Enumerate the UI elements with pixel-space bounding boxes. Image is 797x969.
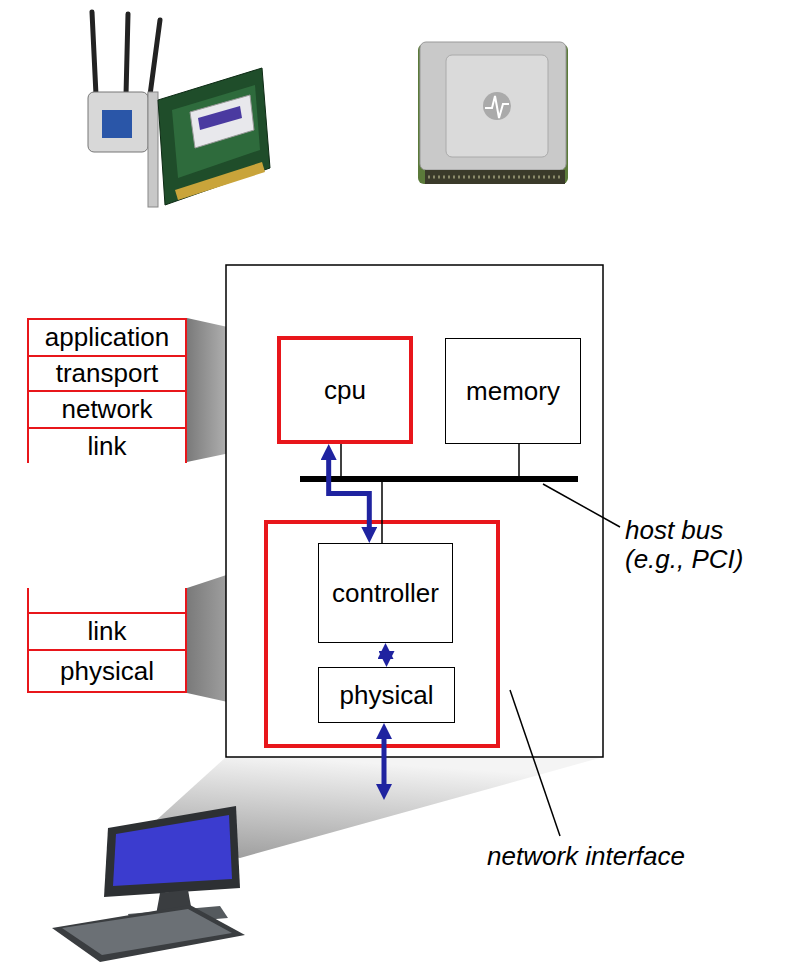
protocol-layer: application <box>27 318 187 357</box>
node-text: link <box>87 617 126 646</box>
node-text: physical <box>60 657 154 686</box>
bus-label: host bus (e.g., PCI) <box>625 516 780 573</box>
bus-arrow <box>386 643 387 667</box>
interface-label: network interface <box>487 842 737 871</box>
protocol-layer: network <box>27 390 187 429</box>
arrow-heads <box>386 643 387 667</box>
bus-tap <box>381 479 383 543</box>
node-text: network <box>61 395 152 424</box>
node-text: controller <box>332 579 439 608</box>
bus-tap <box>340 443 342 479</box>
protocol-layer: link <box>27 612 187 651</box>
network-interface-box <box>266 522 498 746</box>
memory-box: memory <box>445 338 581 444</box>
bus-arrow <box>329 444 370 543</box>
medium-arrow-heads <box>384 723 385 800</box>
physical-box: physical <box>318 667 455 723</box>
node-text: link <box>87 432 126 461</box>
host-box <box>226 265 603 757</box>
computer-illustration <box>52 806 245 962</box>
host-bus <box>300 476 578 482</box>
arrow-heads <box>329 444 370 543</box>
node-text: memory <box>466 377 560 406</box>
label-text: host bus (e.g., PCI) <box>625 515 743 574</box>
arrow-shaft <box>329 454 370 533</box>
stack-outline <box>185 588 187 612</box>
cpu-box: cpu <box>277 336 413 444</box>
node-text: physical <box>340 681 434 710</box>
bus-tap <box>518 444 520 479</box>
protocol-layer: link <box>27 427 187 463</box>
node-text: cpu <box>324 376 366 405</box>
leader-line <box>543 484 620 527</box>
label-text: network interface <box>487 841 685 871</box>
wifi-card-illustration <box>88 12 270 207</box>
controller-box: controller <box>318 543 453 643</box>
stack-outline <box>27 588 29 612</box>
node-text: application <box>45 323 169 352</box>
protocol-layer: transport <box>27 355 187 392</box>
leader-line <box>510 690 560 836</box>
medium-arrow <box>382 733 387 790</box>
node-text: transport <box>56 359 159 388</box>
arrow-shaft <box>386 649 387 661</box>
chip-illustration <box>418 42 568 184</box>
protocol-layer: physical <box>27 649 187 693</box>
